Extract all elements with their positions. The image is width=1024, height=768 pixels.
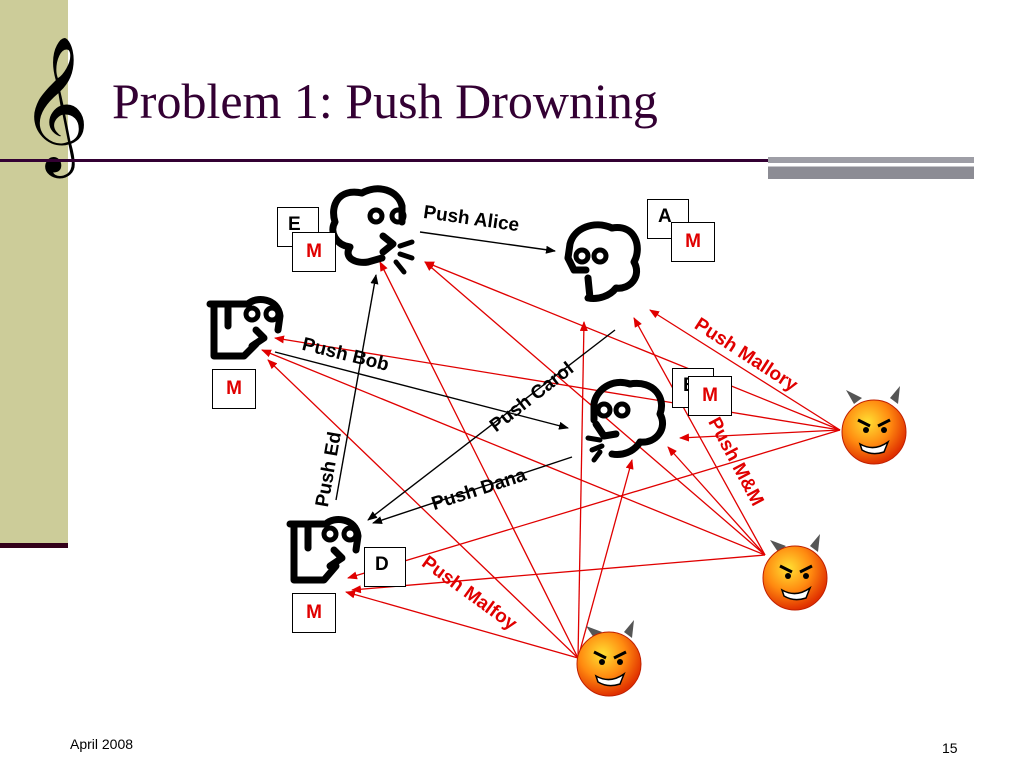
node-a-mark: M bbox=[671, 222, 715, 262]
node-e-mark: M bbox=[292, 232, 336, 272]
attack-edge bbox=[577, 321, 588, 659]
sidebar-divider bbox=[0, 543, 68, 548]
node-d-mark: M bbox=[292, 593, 336, 633]
node-a-box: A bbox=[647, 199, 689, 239]
person-carol-icon bbox=[585, 379, 666, 463]
footer-date: April 2008 bbox=[70, 736, 134, 752]
push-edges bbox=[274, 231, 616, 524]
attack-edge bbox=[577, 459, 634, 659]
node-bob-mark: M bbox=[212, 369, 256, 409]
devil-mm-icon bbox=[762, 534, 828, 611]
push-ed-edge bbox=[335, 274, 379, 501]
treble-clef-icon: 𝄞 bbox=[20, 34, 90, 172]
attack-edge bbox=[267, 359, 579, 659]
attack-edge bbox=[261, 349, 766, 556]
attack-edge bbox=[633, 317, 766, 556]
sidebar-strip bbox=[0, 0, 68, 545]
attack-edge bbox=[347, 429, 841, 580]
attack-edge bbox=[649, 309, 841, 431]
push-carol-edge bbox=[367, 329, 616, 521]
node-d-box: D bbox=[364, 547, 406, 587]
attack-edge bbox=[379, 261, 579, 659]
attack-edge bbox=[274, 335, 841, 431]
title-underline bbox=[0, 159, 770, 162]
slide-title: Problem 1: Push Drowning bbox=[112, 73, 658, 129]
person-bob-icon bbox=[206, 296, 284, 360]
person-ed-icon bbox=[329, 185, 415, 275]
attack-edge bbox=[345, 590, 579, 659]
person-dana-icon bbox=[286, 516, 362, 584]
title-accent-bar bbox=[768, 157, 974, 179]
push-alice-edge bbox=[419, 231, 556, 254]
attack-edges bbox=[261, 261, 841, 659]
page-number: 15 bbox=[942, 740, 958, 756]
push-bob-edge bbox=[274, 351, 569, 430]
devil-malfoy-icon bbox=[576, 620, 642, 697]
attack-edge bbox=[424, 261, 841, 431]
person-alice-icon bbox=[564, 221, 641, 302]
node-b-mark: M bbox=[688, 376, 732, 416]
attack-edge bbox=[679, 429, 841, 442]
devil-mallory-icon bbox=[841, 386, 907, 465]
attack-edge bbox=[351, 554, 766, 594]
attack-edge bbox=[667, 446, 766, 556]
push-dana-edge bbox=[372, 456, 573, 524]
